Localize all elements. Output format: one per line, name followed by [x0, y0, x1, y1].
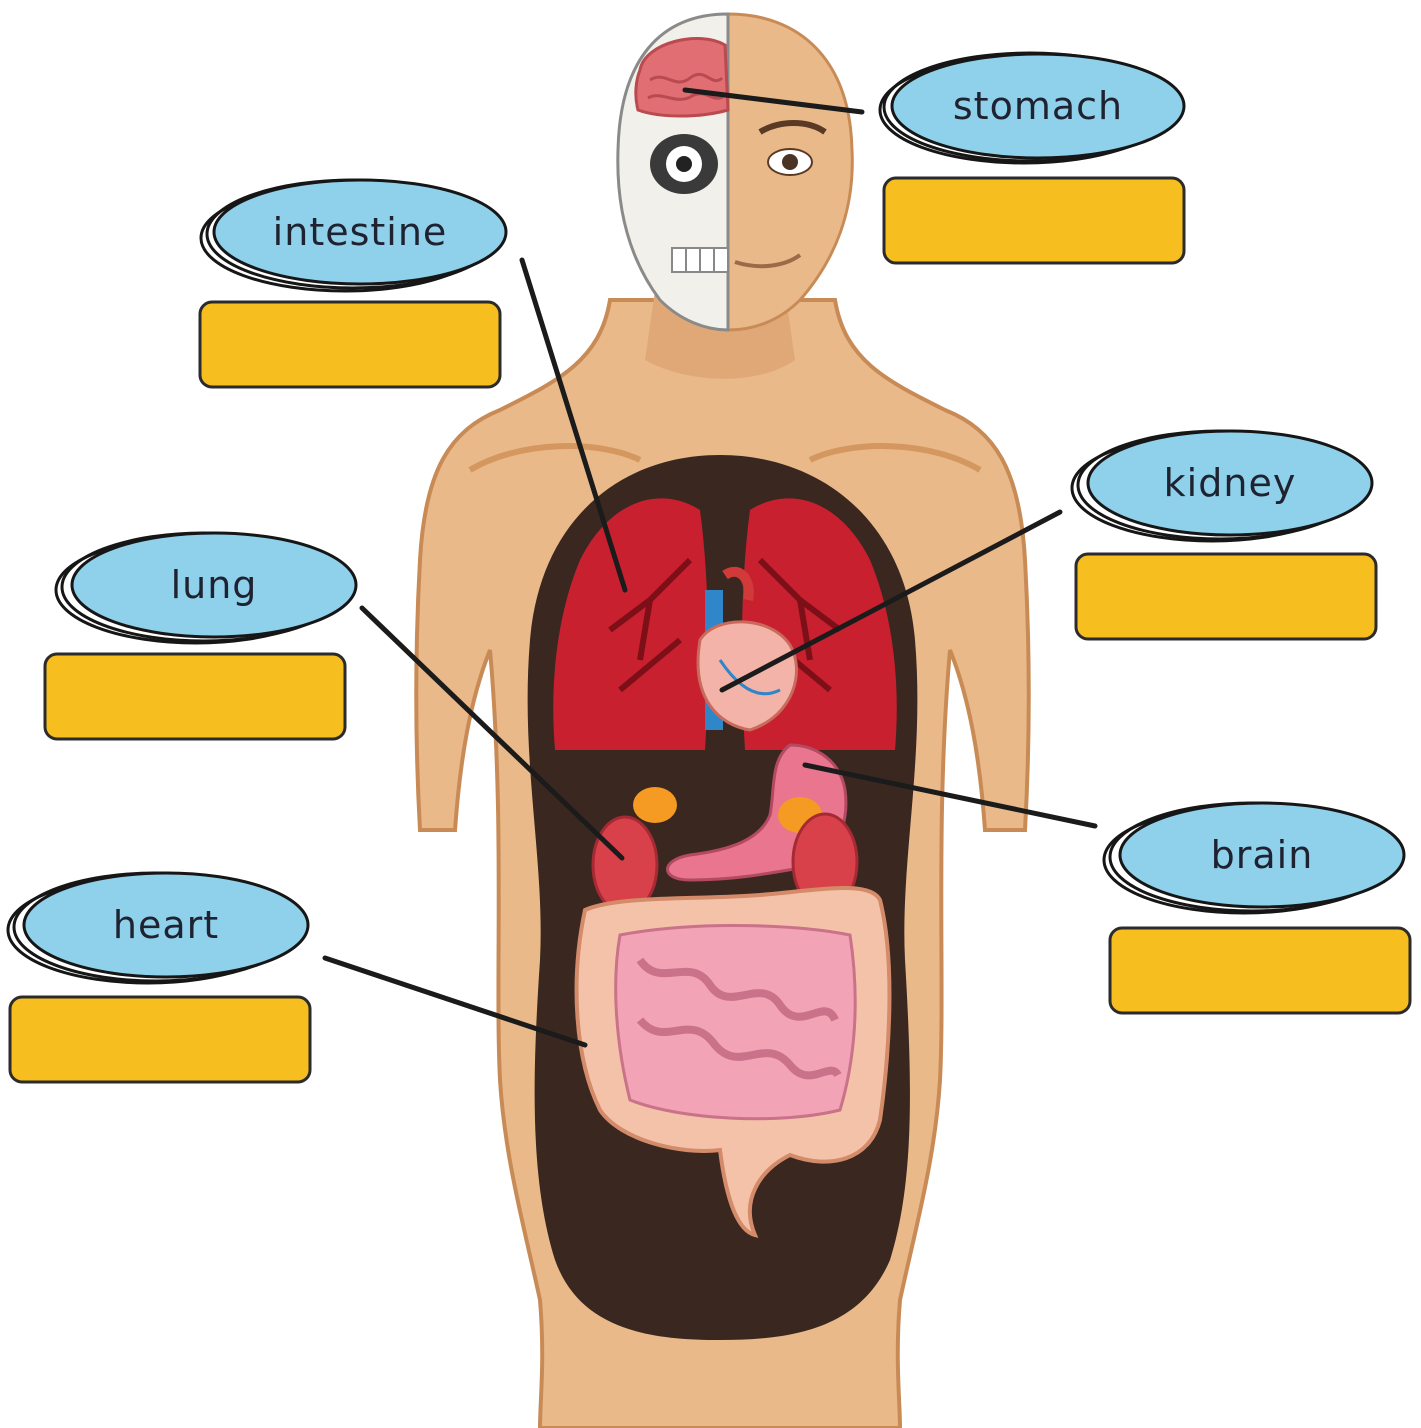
answer-box-lung[interactable] — [45, 654, 345, 739]
answer-box-kidney[interactable] — [1076, 554, 1376, 639]
label-kidney: kidney — [1164, 461, 1297, 505]
skull-pupil — [676, 156, 692, 172]
label-group-brain: brain — [1104, 803, 1410, 1013]
adrenal-gland-left — [633, 787, 677, 823]
answer-box-heart[interactable] — [10, 997, 310, 1082]
pupil — [782, 154, 798, 170]
label-brain: brain — [1211, 833, 1314, 877]
label-intestine: intestine — [273, 210, 448, 254]
label-group-intestine: intestine — [200, 180, 506, 387]
label-group-lung: lung — [45, 533, 356, 739]
label-group-kidney: kidney — [1072, 431, 1376, 639]
head — [618, 14, 852, 330]
label-group-heart: heart — [8, 873, 310, 1082]
label-group-stomach: stomach — [880, 53, 1184, 263]
answer-box-brain[interactable] — [1110, 928, 1410, 1013]
answer-box-intestine[interactable] — [200, 302, 500, 387]
label-lung: lung — [171, 563, 258, 607]
answer-box-stomach[interactable] — [884, 178, 1184, 263]
label-stomach: stomach — [953, 84, 1123, 128]
label-heart: heart — [113, 903, 219, 947]
